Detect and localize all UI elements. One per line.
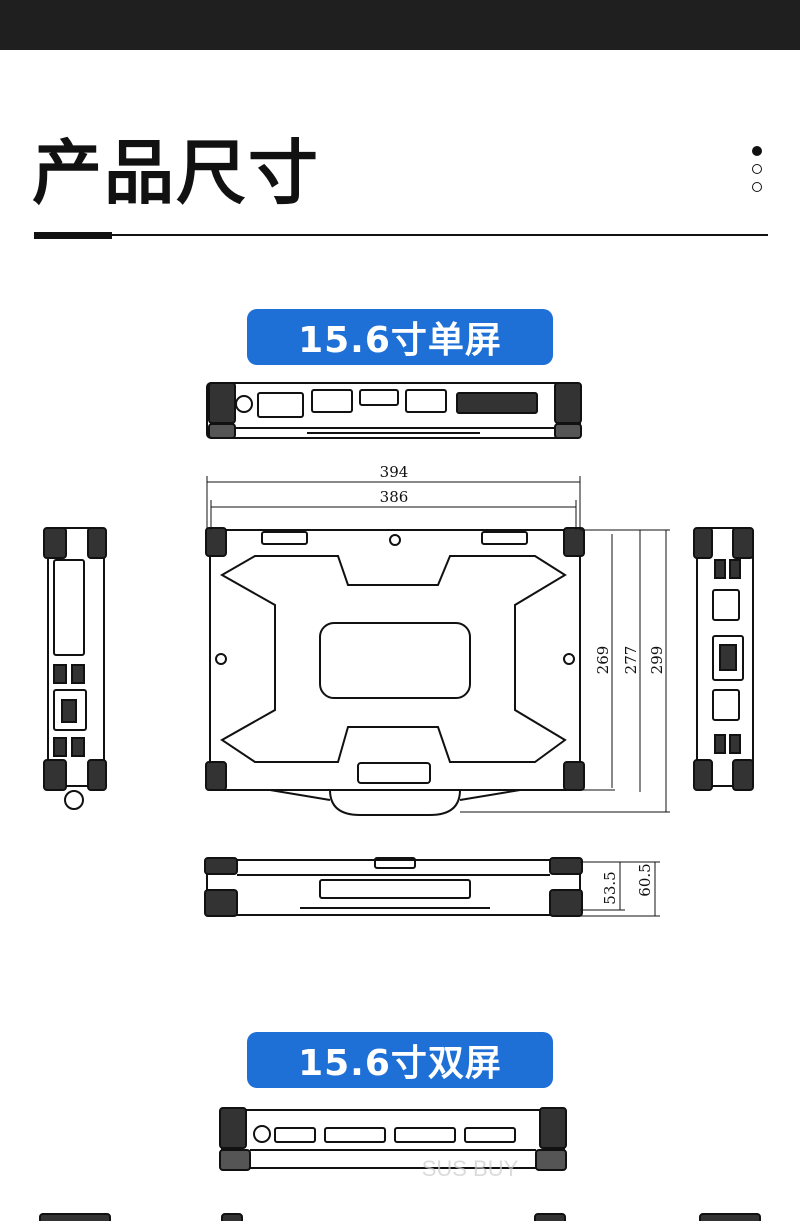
pagination-dot[interactable] — [752, 164, 762, 174]
pagination-dot[interactable] — [752, 182, 762, 192]
dimension-lines — [206, 476, 670, 917]
dimension-height-60-5: 60.5 — [636, 863, 654, 896]
title-accent-bar — [34, 232, 112, 239]
section-label-dual-screen: 15.6寸双屏 — [247, 1032, 553, 1088]
page-title: 产品尺寸 — [32, 132, 320, 214]
front-view-drawing — [204, 857, 583, 917]
dimension-depth-269: 269 — [594, 646, 612, 675]
dimension-depth-277: 277 — [622, 646, 640, 675]
dimension-height-53-5: 53.5 — [601, 871, 619, 904]
top-bar — [0, 0, 800, 50]
title-divider — [34, 234, 768, 236]
rear-view-drawing — [206, 382, 582, 439]
dimension-width-inner: 386 — [380, 488, 409, 506]
dimension-width-outer: 394 — [380, 463, 409, 481]
dual-screen-rear-view-drawing — [219, 1107, 567, 1171]
left-side-view-drawing — [43, 527, 107, 810]
pagination-dot-active[interactable] — [752, 146, 762, 156]
pagination-dots[interactable] — [752, 146, 766, 200]
section-label-single-screen: 15.6寸单屏 — [247, 309, 553, 365]
bottom-view-drawing — [205, 527, 585, 816]
dual-screen-partial-views — [39, 1213, 761, 1221]
dimension-depth-299: 299 — [648, 646, 666, 675]
watermark-text: SUS BUY — [422, 1156, 519, 1181]
right-side-view-drawing — [693, 527, 754, 791]
